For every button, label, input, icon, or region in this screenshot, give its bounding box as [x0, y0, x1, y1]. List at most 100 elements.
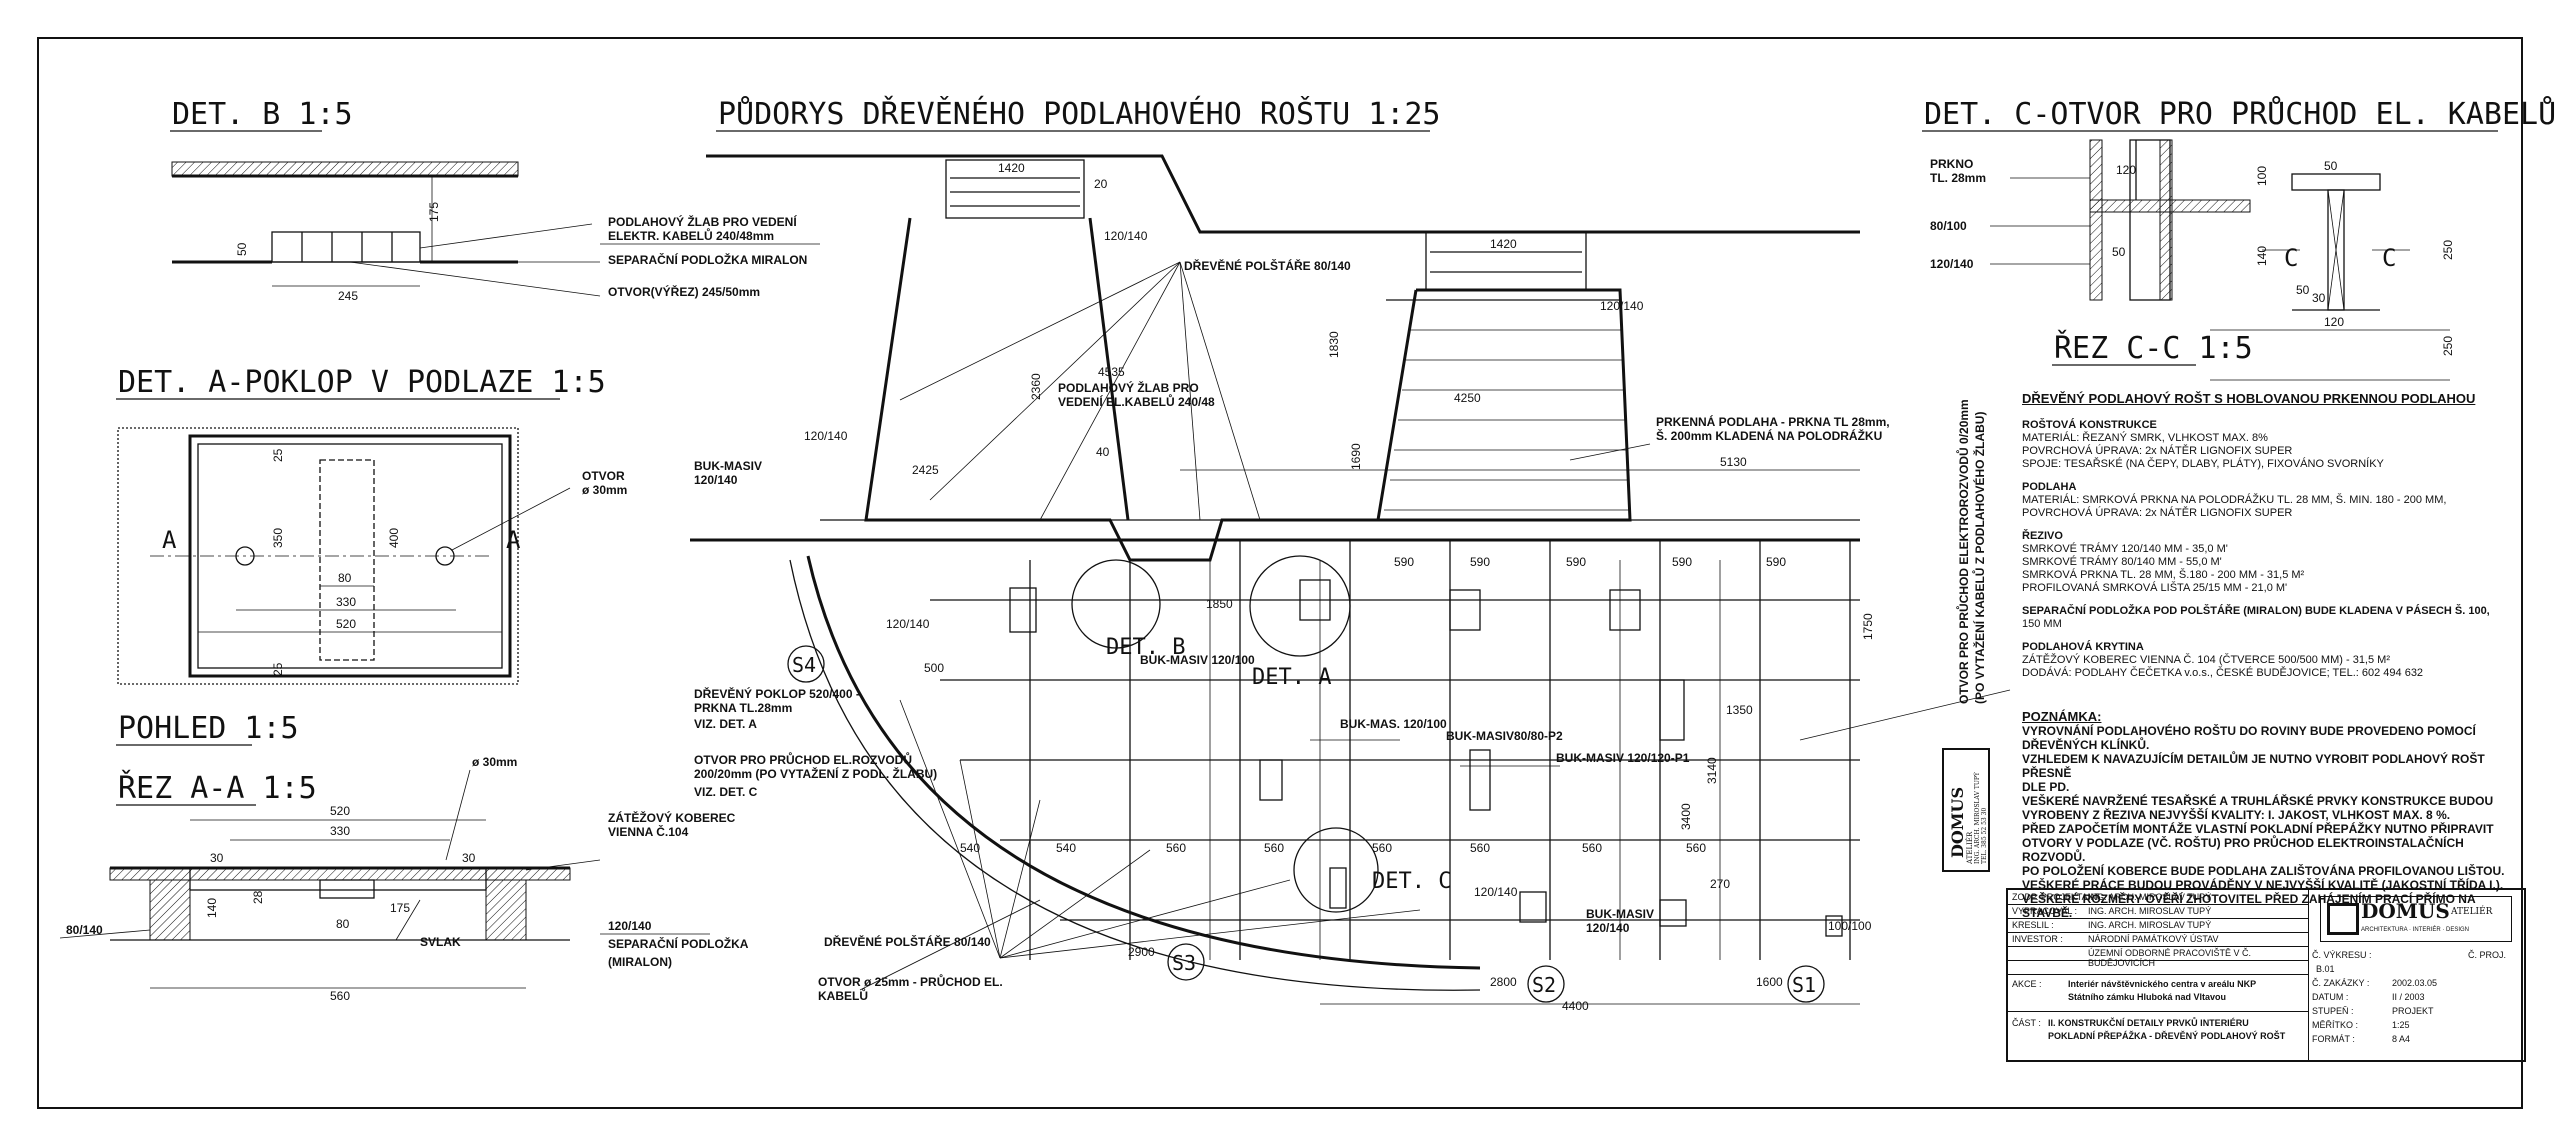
logo-mark-icon [2327, 903, 2359, 935]
svg-text:1850: 1850 [1206, 597, 1233, 611]
notes-group-title: ŘEZIVO [2022, 530, 2063, 542]
svg-text:590: 590 [1394, 555, 1414, 569]
svg-text:S2: S2 [1532, 973, 1556, 997]
svg-text:50: 50 [2112, 245, 2126, 259]
svg-text:(MIRALON): (MIRALON) [608, 955, 672, 969]
notes-group-title: PODLAHA [2022, 481, 2077, 493]
svg-text:250: 250 [2441, 240, 2455, 260]
svg-text:30: 30 [210, 851, 224, 865]
svg-text:S1: S1 [1792, 973, 1816, 997]
svg-text:1690: 1690 [1349, 443, 1363, 470]
svg-text:2900: 2900 [1128, 945, 1155, 959]
svg-text:BUK-MASIV 120/120-P1: BUK-MASIV 120/120-P1 [1556, 751, 1690, 765]
svg-text:ø 30mm: ø 30mm [582, 483, 627, 497]
title-rez-aa: ŘEZ A-A 1:5 [118, 770, 317, 806]
svg-text:120/140: 120/140 [1586, 921, 1630, 935]
svg-text:560: 560 [1166, 841, 1186, 855]
svg-text:350: 350 [271, 528, 285, 548]
det-b-callout [1071, 559, 1161, 649]
svg-text:100: 100 [2255, 166, 2269, 186]
notes-heading: DŘEVĚNÝ PODLAHOVÝ ROŠT S HOBLOVANOU PRKE… [2022, 391, 2476, 406]
svg-text:2800: 2800 [1490, 975, 1517, 989]
svg-text:28: 28 [251, 890, 265, 904]
svg-text:BUK-MASIV: BUK-MASIV [1586, 907, 1654, 921]
svg-text:ELEKTR. KABELŮ 240/48mm: ELEKTR. KABELŮ 240/48mm [608, 227, 774, 243]
sheet-frame [37, 37, 2523, 1109]
svg-text:560: 560 [1686, 841, 1706, 855]
svg-text:330: 330 [336, 595, 356, 609]
section-marker-s4: S4 [787, 645, 825, 683]
svg-text:560: 560 [1264, 841, 1284, 855]
svg-text:3400: 3400 [1679, 803, 1693, 830]
svg-text:20: 20 [1094, 177, 1108, 191]
svg-text:120/140: 120/140 [1474, 885, 1518, 899]
section-marker-s1: S1 [1787, 965, 1825, 1003]
svg-text:120: 120 [2324, 315, 2344, 329]
svg-text:SVLAK: SVLAK [420, 935, 461, 949]
svg-text:590: 590 [1566, 555, 1586, 569]
svg-text:560: 560 [1470, 841, 1490, 855]
svg-text:50: 50 [2296, 283, 2310, 297]
svg-text:S4: S4 [792, 653, 816, 677]
svg-text:520: 520 [336, 617, 356, 631]
svg-text:BUK-MASIV80/80-P2: BUK-MASIV80/80-P2 [1446, 729, 1563, 743]
svg-text:OTVOR(VÝŘEZ) 245/50mm: OTVOR(VÝŘEZ) 245/50mm [608, 284, 760, 299]
svg-text:175: 175 [390, 901, 410, 915]
svg-text:500: 500 [924, 661, 944, 675]
svg-text:1420: 1420 [998, 161, 1025, 175]
svg-text:120: 120 [2116, 163, 2136, 177]
svg-text:200/20mm (PO VYTAŽENÍ Z PODL.: 200/20mm (PO VYTAŽENÍ Z PODL. ŽLABU) [694, 766, 937, 781]
svg-text:1350: 1350 [1726, 703, 1753, 717]
svg-text:120/140: 120/140 [1930, 257, 1974, 271]
svg-text:A: A [162, 526, 177, 554]
svg-text:25: 25 [271, 448, 285, 462]
svg-text:540: 540 [960, 841, 980, 855]
svg-text:80: 80 [336, 917, 350, 931]
svg-text:OTVOR ø 25mm - PRŮCHOD EL.: OTVOR ø 25mm - PRŮCHOD EL. [818, 973, 1003, 989]
title-block: ZODP. PROJEKTANT : ING. ARCH. MIROSLAV T… [2006, 888, 2526, 1062]
beam-grid [930, 540, 1860, 960]
section-aa: 520 330 30 30 140 28 80 175 560 ø 30mm Z… [59, 755, 749, 1003]
svg-text:40: 40 [1096, 445, 1110, 459]
title-det-a: DET. A-POKLOP V PODLAZE 1:5 [118, 365, 606, 400]
svg-text:30: 30 [462, 851, 476, 865]
svg-text:BUK-MASIV: BUK-MASIV [694, 459, 762, 473]
svg-text:1420: 1420 [1490, 237, 1517, 251]
det-a-callout [1249, 555, 1351, 657]
svg-text:OTVOR: OTVOR [582, 469, 625, 483]
svg-text:DET. C: DET. C [1372, 869, 1451, 894]
svg-text:ø 30mm: ø 30mm [472, 755, 517, 769]
svg-text:50: 50 [235, 242, 249, 256]
svg-text:1750: 1750 [1861, 613, 1875, 640]
svg-text:S3: S3 [1172, 951, 1196, 975]
svg-text:50: 50 [2324, 159, 2338, 173]
svg-text:BUK-MAS. 120/100: BUK-MAS. 120/100 [1340, 717, 1447, 731]
detail-a: A A OTVOR ø 30mm 25 350 400 80 330 520 2… [117, 427, 627, 685]
svg-text:100/100: 100/100 [1828, 919, 1872, 933]
section-marker-s3: S3 [1167, 943, 1205, 981]
svg-text:120/140: 120/140 [608, 919, 652, 933]
svg-text:DET. A: DET. A [1252, 665, 1331, 690]
svg-text:4535: 4535 [1098, 365, 1125, 379]
svg-text:1830: 1830 [1327, 331, 1341, 358]
svg-text:400: 400 [387, 528, 401, 548]
svg-text:120/140: 120/140 [1104, 229, 1148, 243]
svg-text:4400: 4400 [1562, 999, 1589, 1013]
svg-text:DŘEVĚNÉ POLŠTÁŘE 80/140: DŘEVĚNÉ POLŠTÁŘE 80/140 [1184, 258, 1351, 273]
svg-text:PRKNA TL.28mm: PRKNA TL.28mm [694, 701, 792, 715]
svg-text:330: 330 [330, 824, 350, 838]
notes-group-title: SEPARAČNÍ PODLOŽKA POD POLŠTÁŘE (MIRALON… [2022, 605, 2490, 617]
svg-text:DET. B: DET. B [1106, 635, 1185, 660]
svg-text:5130: 5130 [1720, 455, 1747, 469]
svg-text:C: C [2284, 244, 2298, 272]
svg-text:1600: 1600 [1756, 975, 1783, 989]
svg-text:120/140: 120/140 [804, 429, 848, 443]
svg-text:KABELŮ: KABELŮ [818, 987, 868, 1003]
svg-text:VIZ. DET. C: VIZ. DET. C [694, 785, 758, 799]
svg-text:245: 245 [338, 289, 358, 303]
svg-text:C: C [2382, 244, 2396, 272]
domus-logo: DOMUS ATELIÉR ARCHITEKTURA · INTERIÉR · … [2320, 896, 2512, 942]
svg-text:590: 590 [1766, 555, 1786, 569]
svg-text:120/140: 120/140 [1600, 299, 1644, 313]
